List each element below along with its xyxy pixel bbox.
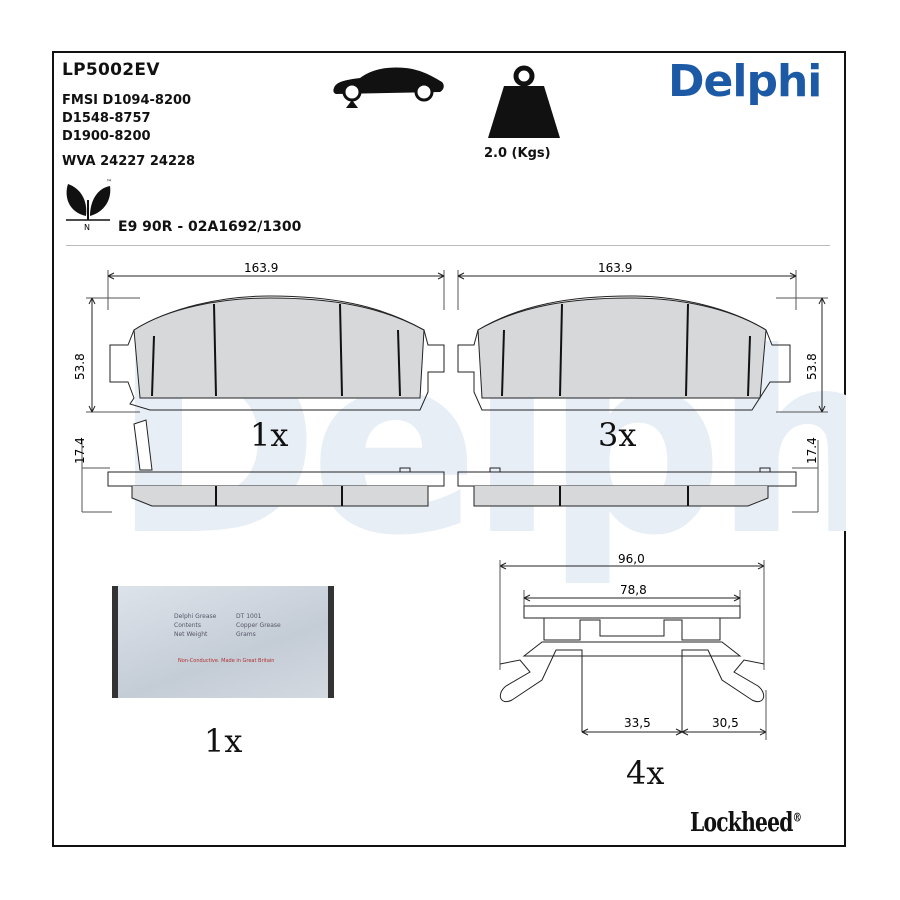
grease-qty: 1x (204, 722, 243, 760)
grease-sachet: Delphi Grease Contents Net Weight DT 100… (112, 586, 334, 698)
eco-leaf-icon: N ™ (66, 179, 112, 232)
left-pad-height-dim: 53.8 (73, 353, 87, 380)
clip-left-dim: 33,5 (624, 716, 651, 730)
sachet-line-1: Delphi Grease (174, 613, 217, 620)
approval-code: E9 90R - 02A1692/1300 (118, 219, 302, 235)
ref-code-2: D1900-8200 (62, 129, 151, 144)
fmsi-code: FMSI D1094-8200 (62, 93, 192, 108)
clip-right-dim: 30,5 (712, 716, 739, 730)
registered-mark: ® (792, 810, 802, 825)
lockheed-text: Lockheed (690, 808, 793, 838)
ref-code-1: D1548-8757 (62, 111, 151, 126)
clip-overall-dim: 96,0 (618, 552, 645, 566)
right-pad-height-dim: 53.8 (805, 353, 819, 380)
sheet-frame (52, 51, 846, 847)
right-pad-qty: 3x (598, 416, 637, 454)
weight-icon (488, 65, 560, 138)
eco-trademark: ™ (106, 179, 112, 186)
sachet-line-5: Copper Grease (236, 622, 281, 629)
header-divider (66, 245, 830, 246)
weight-label: 2.0 (Kgs) (484, 146, 551, 161)
left-pad-width-dim: 163.9 (244, 261, 278, 275)
clip-inner-dim: 78,8 (620, 583, 647, 597)
wva-code: WVA 24227 24228 (62, 154, 196, 169)
clip-qty: 4x (626, 754, 665, 792)
sachet-line-4: DT 1001 (236, 613, 262, 620)
right-pad-width-dim: 163.9 (598, 261, 632, 275)
sachet-line-2: Contents (174, 622, 201, 629)
right-pad-thickness-dim: 17.4 (805, 437, 819, 464)
brand-logo: Delphi (668, 56, 822, 107)
lockheed-logo: Lockheed® (690, 808, 802, 838)
sachet-line-3: Net Weight (174, 631, 208, 638)
eco-mark: N (84, 223, 90, 232)
sachet-line-6: Grams (236, 631, 256, 638)
car-front-axle-icon (333, 67, 444, 108)
sachet-red-line: Non-Conductive. Made in Great Britain (178, 658, 275, 664)
left-pad-qty: 1x (250, 416, 289, 454)
left-pad-thickness-dim: 17.4 (73, 437, 87, 464)
part-number: LP5002EV (62, 60, 160, 80)
